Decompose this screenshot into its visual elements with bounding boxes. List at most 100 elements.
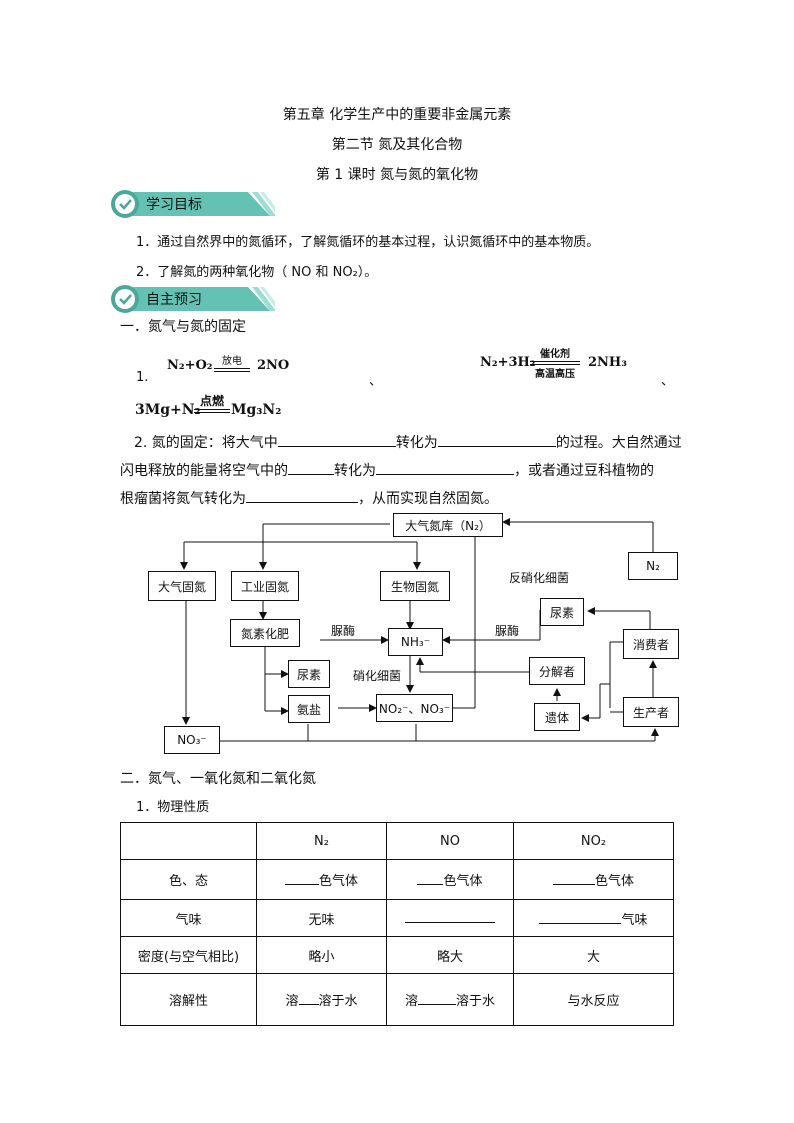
- table-cell: 溶溶于水: [256, 973, 387, 1026]
- blank-field[interactable]: [376, 462, 514, 475]
- blank-field[interactable]: [437, 434, 556, 447]
- table-header-cell: [120, 822, 257, 860]
- item2-line3-a: 根瘤菌将氮气转化为: [120, 491, 246, 507]
- equation-2-left: N₂+3H₂: [480, 355, 536, 370]
- properties-table: N₂ NO NO₂ 色、态 色气体 色气体 色气体 气味 无味 气味 密度(与空…: [120, 822, 674, 1026]
- goals-banner: 学习目标: [110, 188, 275, 220]
- cell-text: 溶于水: [456, 994, 496, 1009]
- table-header-cell: NO₂: [513, 822, 674, 860]
- atm-fix-box: 大气固氮: [148, 571, 216, 601]
- equation-3-arrow: 点燃: [194, 392, 230, 413]
- item1-number: 1.: [136, 370, 149, 385]
- table-cell: 气味: [513, 899, 674, 937]
- item2-line1: 2. 氮的固定：将大气中 转化为 的过程。大自然通过: [134, 432, 682, 452]
- table-row: 色、态 色气体 色气体 色气体: [120, 859, 674, 900]
- goal-item-2: 2．了解氮的两种氧化物（ NO 和 NO₂）。: [136, 265, 378, 280]
- cell-text: 溶: [404, 994, 418, 1009]
- item2-line1-a: 2. 氮的固定：将大气中: [134, 435, 278, 451]
- table-row: 溶解性 溶溶于水 溶溶于水 与水反应: [120, 973, 674, 1026]
- table-row-label: 密度(与空气相比): [120, 936, 257, 974]
- label-urease-1: 脲酶: [331, 624, 356, 638]
- equation-2-right: 2NH₃: [588, 355, 627, 370]
- part2-title: 二．氮气、一氧化氮和二氧化氮: [120, 771, 316, 787]
- goal-item-1: 1．通过自然界中的氮循环，了解氮循环的基本过程，认识氮循环中的基本物质。: [136, 235, 600, 250]
- item2-line3: 根瘤菌将氮气转化为 ，从而实现自然固氮。: [120, 488, 498, 508]
- table-cell: 略大: [386, 936, 514, 974]
- table-cell: 大: [513, 936, 674, 974]
- label-denitrifying: 反硝化细菌: [509, 571, 570, 585]
- table-row-label: 溶解性: [120, 973, 257, 1026]
- ind-fix-box: 工业固氮: [231, 571, 299, 601]
- blank-field[interactable]: [288, 462, 334, 475]
- nh3-box: NH₃⁻: [388, 628, 443, 656]
- cell-text: 色气体: [443, 874, 483, 889]
- preview-banner: 自主预习: [110, 283, 275, 315]
- label-urease-2: 脲酶: [495, 624, 520, 638]
- equation-1-left: N₂+O₂: [167, 358, 213, 373]
- item2-line1-b: 转化为: [395, 435, 438, 451]
- no2-no3-box: NO₂⁻、NO₃⁻: [376, 694, 453, 722]
- decomposer-box: 分解者: [529, 657, 585, 685]
- consumer-box: 消费者: [623, 629, 679, 659]
- blank-field[interactable]: [284, 872, 319, 885]
- urea-right-box: 尿素: [540, 598, 584, 626]
- item2-line2: 闪电释放的能量将空气中的转化为，或者通过豆科植物的: [120, 460, 654, 480]
- cell-text: 色气体: [318, 874, 358, 889]
- table-cell: 溶 溶于水: [386, 973, 514, 1026]
- item2-line2-a: 闪电释放的能量将空气中的: [120, 463, 288, 479]
- nitrogen-cycle-diagram: 大气氮库（N₂） N₂ 大气固氮 工业固氮 生物固氮 氮素化肥 尿素 氨盐 NH…: [120, 512, 680, 762]
- equation-1-right: 2NO: [257, 358, 290, 373]
- table-row: 密度(与空气相比) 略小 略大 大: [120, 936, 674, 974]
- table-header-row: N₂ NO NO₂: [120, 822, 674, 860]
- blank-field[interactable]: [405, 910, 495, 923]
- equation-1-arrow: 放电: [214, 352, 250, 372]
- table-cell: 无味: [256, 899, 387, 937]
- no3-left-box: NO₃⁻: [164, 726, 220, 754]
- producer-box: 生产者: [623, 697, 679, 727]
- equation-3-condition: 点燃: [199, 394, 224, 408]
- table-header-cell: NO: [386, 822, 514, 860]
- part2-sub1: 1．物理性质: [136, 800, 210, 815]
- blank-field[interactable]: [417, 872, 444, 885]
- separator-2: 、: [661, 374, 675, 389]
- table-row: 气味 无味 气味: [120, 899, 674, 937]
- chapter-title: 第五章 化学生产中的重要非金属元素: [282, 107, 512, 123]
- table-row-label: 气味: [120, 899, 257, 937]
- table-cell: 色气体: [513, 859, 674, 900]
- banner-ribbon-icon: [111, 285, 275, 313]
- label-nitrifying: 硝化细菌: [353, 669, 402, 683]
- goals-banner-label: 学习目标: [146, 197, 202, 213]
- table-cell: 略小: [256, 936, 387, 974]
- item2-line3-b: ，从而实现自然固氮。: [358, 491, 498, 507]
- reservoir-box: 大气氮库（N₂）: [393, 513, 503, 537]
- equation-2-cond-bottom: 高温高压: [535, 369, 575, 380]
- table-cell: 色气体: [386, 859, 514, 900]
- preview-banner-label: 自主预习: [146, 292, 202, 308]
- table-cell: 色气体: [256, 859, 387, 900]
- equation-2-cond-top: 催化剂: [540, 349, 570, 360]
- ammonium-salt-box: 氨盐: [288, 695, 330, 723]
- separator-1: 、: [369, 374, 383, 389]
- remains-box: 遗体: [534, 703, 580, 731]
- fertilizer-box: 氮素化肥: [230, 619, 300, 647]
- section-title: 第二节 氮及其化合物: [331, 137, 463, 153]
- cell-text: 色气体: [594, 874, 634, 889]
- blank-field[interactable]: [552, 872, 595, 885]
- equation-2-arrow: 催化剂 高温高压: [530, 345, 580, 380]
- table-row-label: 色、态: [120, 859, 257, 900]
- table-header-cell: N₂: [256, 822, 387, 860]
- blank-field[interactable]: [418, 992, 456, 1005]
- item2-line1-c: 的过程。大自然通过: [555, 435, 682, 451]
- blank-field[interactable]: [277, 434, 396, 447]
- blank-field[interactable]: [539, 911, 622, 924]
- diagram-connectors: [180, 518, 659, 742]
- lesson-title: 第 1 课时 氮与氮的氧化物: [315, 167, 479, 183]
- item2-line2-c: ，或者通过豆科植物的: [514, 463, 654, 479]
- cell-text: 溶于水: [318, 994, 358, 1009]
- equation-3-left: 3Mg+N₂: [135, 402, 201, 418]
- urea-left-box: 尿素: [288, 660, 330, 688]
- banner-ribbon-icon: [111, 190, 275, 218]
- blank-field[interactable]: [298, 992, 319, 1005]
- equation-1-condition: 放电: [222, 356, 242, 367]
- blank-field[interactable]: [246, 490, 358, 503]
